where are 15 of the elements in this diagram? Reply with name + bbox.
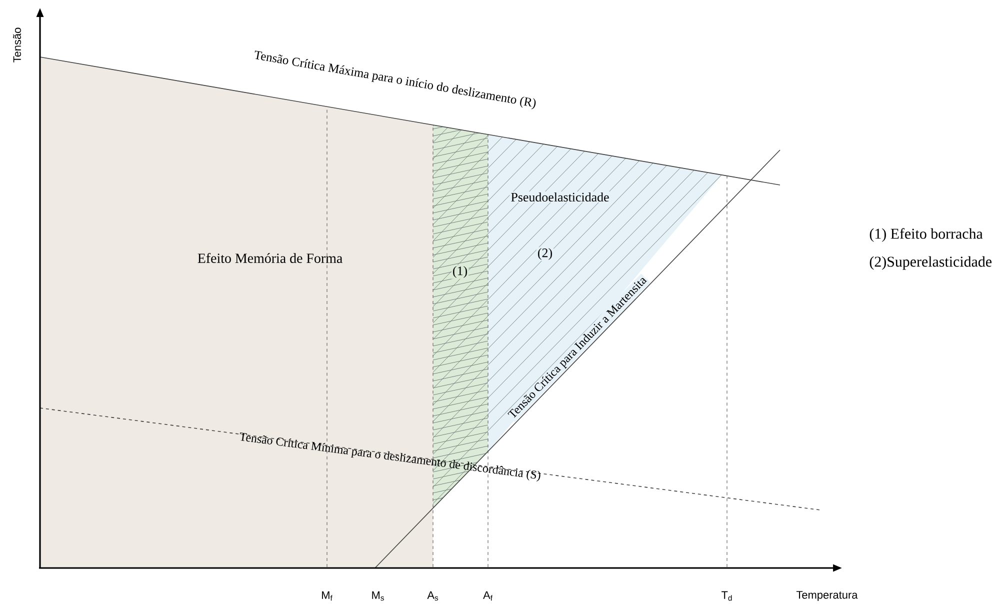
region-label: (2) <box>536 247 554 261</box>
key-text: (2)Superelasticidade <box>870 256 992 270</box>
tick-label: M$_{f}$ <box>322 591 332 601</box>
axis-label: Tensão <box>13 28 21 62</box>
region-label: Pseudoelasticidade <box>510 191 610 203</box>
axis-label: Temperatura <box>796 591 858 601</box>
region-label: Efeito Memória de Forma <box>198 253 342 263</box>
tick-label: A$_{f}$ <box>483 591 492 601</box>
key-text: (1) Efeito borracha <box>870 228 983 242</box>
region-label: (1) <box>451 265 469 279</box>
line-label: Tensão Crítica Mínima para o deslizamento de discordância (S) <box>240 432 540 482</box>
line-label: Tensão Crítica Máxima para o início do deslizamento (R) <box>254 50 536 110</box>
tick-label: T$_{d}$ <box>722 591 732 601</box>
tick-label: A$_{s}$ <box>427 591 438 601</box>
tick-label: M$_{s}$ <box>372 591 384 601</box>
